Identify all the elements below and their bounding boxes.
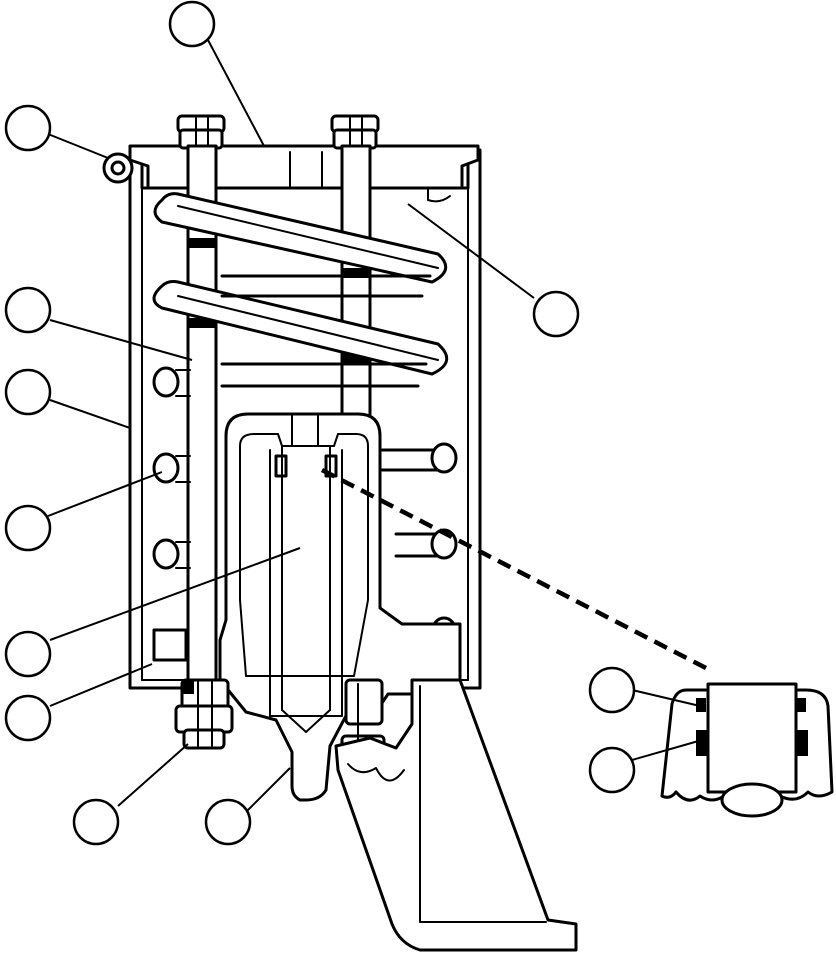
detail-inset — [660, 682, 834, 818]
detail-pointer-line — [320, 468, 708, 670]
callout-bubble — [4, 694, 52, 742]
callout-circle — [4, 286, 52, 334]
callout-circle — [4, 504, 52, 552]
callout-circle — [72, 798, 120, 846]
callout-circle — [204, 798, 252, 846]
tie-rod-right — [340, 144, 372, 428]
callout-circle — [532, 290, 580, 338]
callout-bubble — [532, 290, 580, 338]
coil-spring — [152, 192, 458, 648]
callout-bubble — [4, 286, 52, 334]
callout-circle — [168, 0, 216, 48]
lifting-eye — [102, 152, 134, 184]
leader-lines — [47, 39, 703, 813]
callout-bubble — [4, 368, 52, 416]
top-nut-left — [176, 114, 226, 150]
callout-bubble — [588, 746, 636, 794]
lower-bracket-left — [152, 628, 188, 662]
callout-bubble — [72, 798, 120, 846]
callout-circle — [4, 104, 52, 152]
callout-bubble — [204, 798, 252, 846]
callout-circle — [588, 746, 636, 794]
callout-group — [4, 0, 636, 846]
callout-circle — [4, 694, 52, 742]
bottom-nut-left — [174, 678, 234, 750]
callout-bubble — [4, 104, 52, 152]
top-plate — [128, 144, 480, 203]
callout-circle — [4, 630, 52, 678]
callout-bubble — [4, 630, 52, 678]
callout-bubble — [168, 0, 216, 48]
callout-circle — [588, 666, 636, 714]
callout-circle — [4, 368, 52, 416]
top-nut-right — [330, 114, 380, 150]
tie-rod-left — [186, 144, 218, 693]
callout-bubble — [588, 666, 636, 714]
callout-bubble — [4, 504, 52, 552]
pedal-arm — [334, 678, 578, 952]
